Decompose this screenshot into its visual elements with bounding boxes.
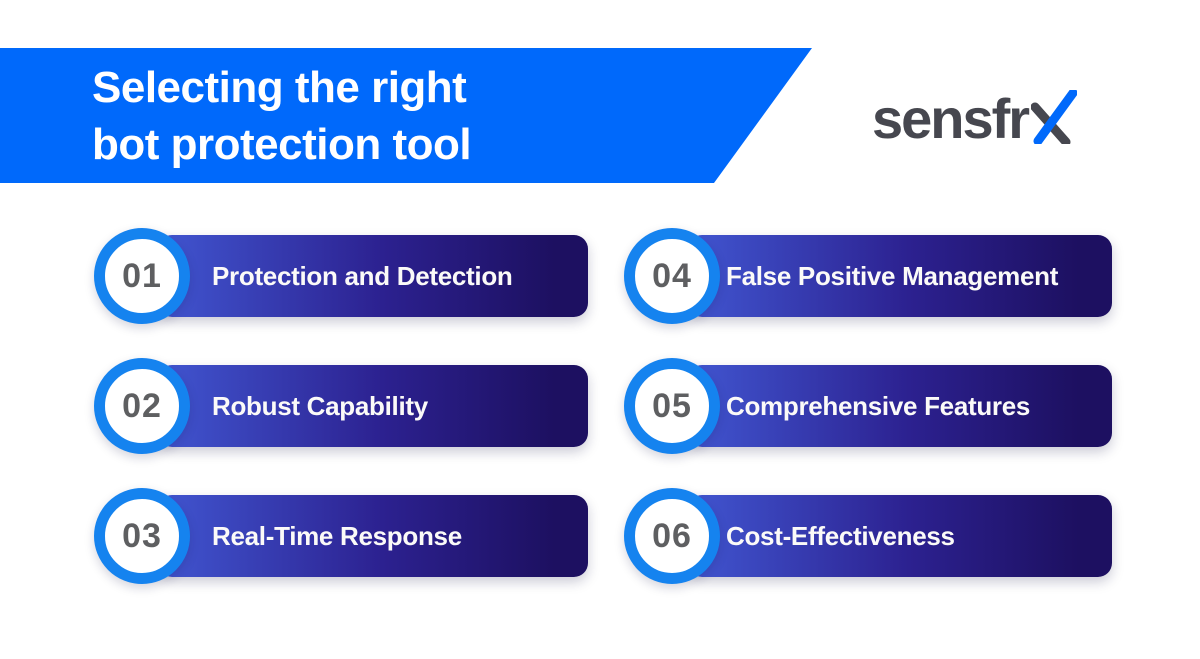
- item-label: Real-Time Response: [212, 520, 462, 551]
- list-item-06: Cost-Effectiveness 06: [0, 488, 1112, 598]
- item-label: Protection and Detection: [212, 260, 513, 291]
- item-number-badge: 02: [94, 358, 190, 454]
- item-number: 04: [652, 256, 692, 295]
- item-pill: Comprehensive Features: [688, 365, 1112, 447]
- page-title: Selecting the right bot protection tool: [92, 59, 471, 173]
- page-title-line-1: Selecting the right: [92, 62, 467, 112]
- item-pill: Protection and Detection: [158, 235, 588, 317]
- list-item-05: Comprehensive Features 05: [0, 358, 1112, 468]
- item-label: Comprehensive Features: [726, 390, 1031, 421]
- item-pill: Cost-Effectiveness: [688, 495, 1112, 577]
- item-label: False Positive Management: [726, 260, 1059, 291]
- list-item-04: False Positive Management 04: [0, 228, 1112, 338]
- item-pill: False Positive Management: [688, 235, 1112, 317]
- item-number: 01: [122, 256, 162, 295]
- list-item-02: Robust Capability 02: [0, 358, 588, 468]
- item-label: Robust Capability: [212, 390, 428, 421]
- brand-logo-text: sensfr: [872, 87, 1030, 150]
- item-pill: Real-Time Response: [158, 495, 588, 577]
- item-number-badge: 06: [624, 488, 720, 584]
- item-number-badge: 04: [624, 228, 720, 324]
- item-number-badge: 03: [94, 488, 190, 584]
- item-label: Cost-Effectiveness: [726, 520, 955, 551]
- item-number: 05: [652, 386, 692, 425]
- header-banner: Selecting the right bot protection tool: [0, 48, 812, 183]
- list-item-01: Protection and Detection 01: [0, 228, 588, 338]
- item-pill: Robust Capability: [158, 365, 588, 447]
- brand-logo: sensfr: [872, 87, 1078, 150]
- list-item-03: Real-Time Response 03: [0, 488, 588, 598]
- item-number: 03: [122, 516, 162, 555]
- brand-logo-x-icon: [1031, 90, 1078, 144]
- item-number: 02: [122, 386, 162, 425]
- page-title-line-2: bot protection tool: [92, 119, 472, 169]
- item-number-badge: 01: [94, 228, 190, 324]
- item-number: 06: [652, 516, 692, 555]
- item-number-badge: 05: [624, 358, 720, 454]
